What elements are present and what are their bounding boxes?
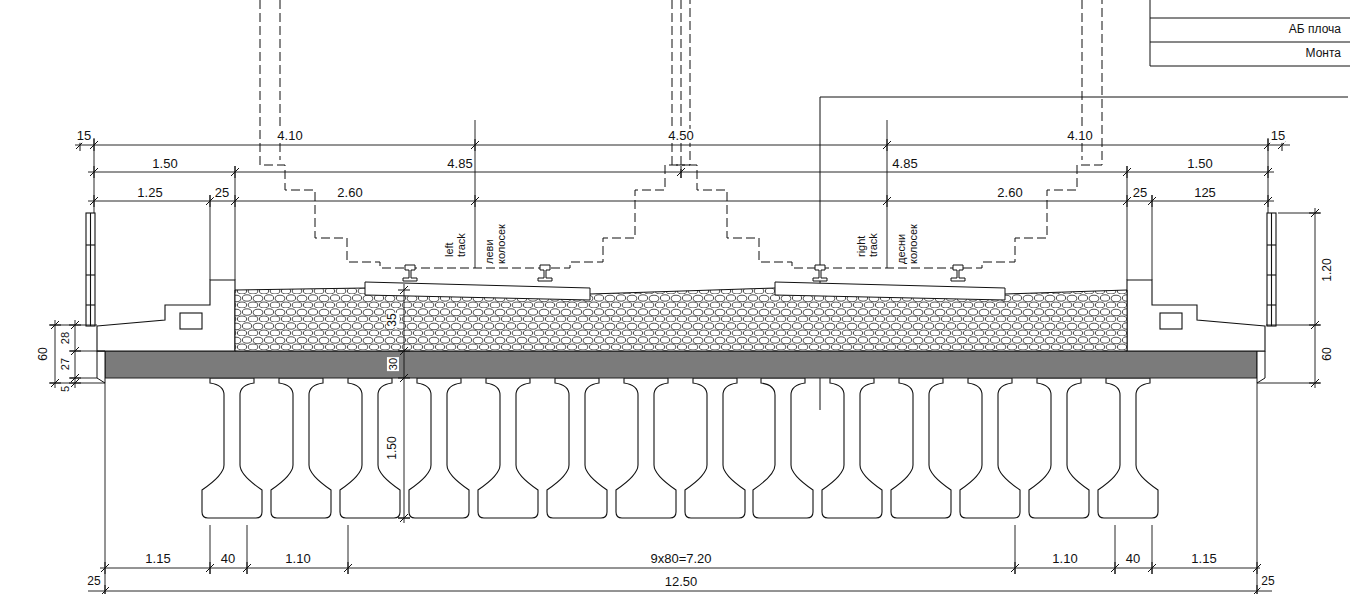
girder: [271, 378, 331, 518]
dimension: 1.15: [144, 552, 171, 566]
dimension: 1.50: [386, 435, 399, 460]
slab-edge: [1257, 351, 1265, 383]
dimension: 15: [76, 129, 92, 143]
dimension: 4.85: [891, 157, 918, 171]
dimension: 4.85: [446, 157, 473, 171]
table-cell: АБ плоча: [1288, 23, 1342, 36]
dimension: 30: [387, 357, 399, 371]
dimension: 25: [1260, 575, 1275, 588]
dimension: 1.10: [284, 552, 311, 566]
girder: [960, 378, 1020, 518]
dimension: 2.60: [336, 186, 363, 200]
dimension: 5: [59, 385, 71, 393]
girder: [202, 378, 262, 518]
dimension: 12.50: [664, 575, 699, 589]
title-table: [1150, 0, 1350, 66]
dimension: 1.25: [136, 186, 163, 200]
edge-beam: [97, 280, 235, 351]
girder: [616, 378, 676, 518]
dimension: 1.20: [1321, 257, 1334, 282]
dimension: 125: [1193, 186, 1217, 200]
dimension: 4.10: [276, 129, 303, 143]
edge-beam: [1127, 280, 1265, 351]
slab-edge: [97, 351, 105, 383]
track-label: left track: [443, 218, 467, 258]
girder: [1098, 378, 1158, 518]
girder: [547, 378, 607, 518]
girder: [822, 378, 882, 518]
dimension: 1.50: [1186, 157, 1213, 171]
dimension-lines: [50, 138, 1320, 594]
dimension: 4.10: [1066, 129, 1093, 143]
rail: [813, 265, 827, 281]
dimension: 28: [59, 331, 71, 345]
dimension: 1.10: [1051, 552, 1078, 566]
dimension: 60: [37, 346, 50, 361]
girder: [478, 378, 538, 518]
deck-slab: [105, 351, 1257, 378]
dimension: 2.60: [996, 186, 1023, 200]
dimension: 35: [386, 312, 399, 327]
precast-girders: [202, 378, 1158, 518]
sleeper: [775, 282, 1005, 300]
girder: [340, 378, 400, 518]
dimension: 9x80=7.20: [649, 552, 712, 566]
rail: [951, 265, 965, 281]
dimension: 15: [1270, 129, 1286, 143]
sleeper: [365, 282, 590, 300]
dimension: 25: [86, 575, 101, 588]
track-axis: [475, 120, 887, 268]
dimension: 60: [1321, 346, 1334, 361]
rail: [538, 265, 552, 281]
track-label: десни колосек: [895, 211, 919, 265]
dimension: 1.15: [1190, 552, 1217, 566]
cable-duct: [1160, 313, 1182, 329]
dimension: 1.50: [151, 157, 178, 171]
dimension: 40: [1125, 552, 1141, 566]
track-label: right track: [855, 218, 879, 258]
dimension: 4.50: [667, 129, 694, 143]
clearance-gauge: [260, 0, 1102, 268]
dimension: 25: [214, 186, 230, 200]
girder: [753, 378, 813, 518]
rail: [403, 265, 417, 281]
dimension: 25: [1132, 186, 1148, 200]
girder: [685, 378, 745, 518]
dimension-ticks: [49, 139, 1321, 594]
girder: [409, 378, 469, 518]
table-cell: Монта: [1305, 47, 1342, 60]
dimension: 40: [220, 552, 236, 566]
girder: [891, 378, 951, 518]
cable-duct: [180, 313, 202, 329]
girder: [1029, 378, 1089, 518]
dimension: 27: [59, 357, 71, 371]
track-label: леви колосек: [483, 211, 507, 265]
